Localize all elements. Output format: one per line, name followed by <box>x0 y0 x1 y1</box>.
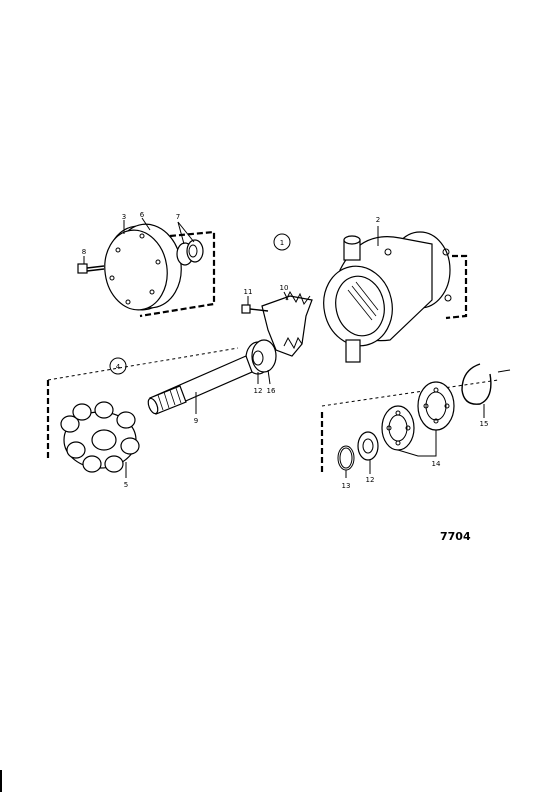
group-marker-1-text: 1 <box>280 239 284 247</box>
part-label: 10 <box>280 284 289 292</box>
pump-shaft <box>147 355 253 415</box>
part-labels: 2 3 5 6 7 8 9 10 11 12 16 12 13 14 15 <box>82 211 489 490</box>
part-label: 15 <box>480 420 489 428</box>
scan-edge-mark <box>0 770 2 792</box>
group-bracket-cover <box>139 230 216 318</box>
spacer-ring <box>357 431 379 461</box>
part-label: 16 <box>267 387 276 395</box>
pump-housing <box>323 231 452 363</box>
leader-lines <box>83 217 485 478</box>
seal-rings <box>176 239 204 266</box>
cover-plate <box>104 223 182 311</box>
impeller <box>60 401 140 473</box>
part-label: 2 <box>376 216 380 224</box>
part-label: 5 <box>124 481 128 489</box>
shaft-seal <box>245 339 277 375</box>
group-marker-4-text: 4 <box>116 363 121 371</box>
ball-bearing-outer <box>417 381 455 431</box>
part-label: 3 <box>122 213 126 221</box>
part-label: 12 <box>366 476 375 484</box>
group-marker-1: 1 <box>273 233 291 251</box>
group-bracket-shaft-top <box>47 347 239 381</box>
part-label: 11 <box>244 288 253 296</box>
cover-screw <box>77 263 105 274</box>
part-label: 14 <box>432 460 441 468</box>
part-label: 6 <box>140 211 145 219</box>
ball-bearing-inner <box>381 405 415 451</box>
group-marker-4: 4 <box>109 357 127 375</box>
wear-cam <box>261 290 313 357</box>
cam-screw <box>241 304 269 314</box>
o-ring <box>337 445 355 471</box>
circlip <box>461 363 492 405</box>
drawing-number: 7704 <box>440 530 471 543</box>
part-label: 7 <box>176 213 180 221</box>
part-label: 8 <box>82 248 86 256</box>
part-label: 9 <box>194 417 198 425</box>
group-bracket-housing <box>445 254 468 320</box>
part-label: 12 <box>254 387 263 395</box>
part-label: 13 <box>342 482 351 490</box>
group-bracket-bearing-top <box>321 379 499 407</box>
